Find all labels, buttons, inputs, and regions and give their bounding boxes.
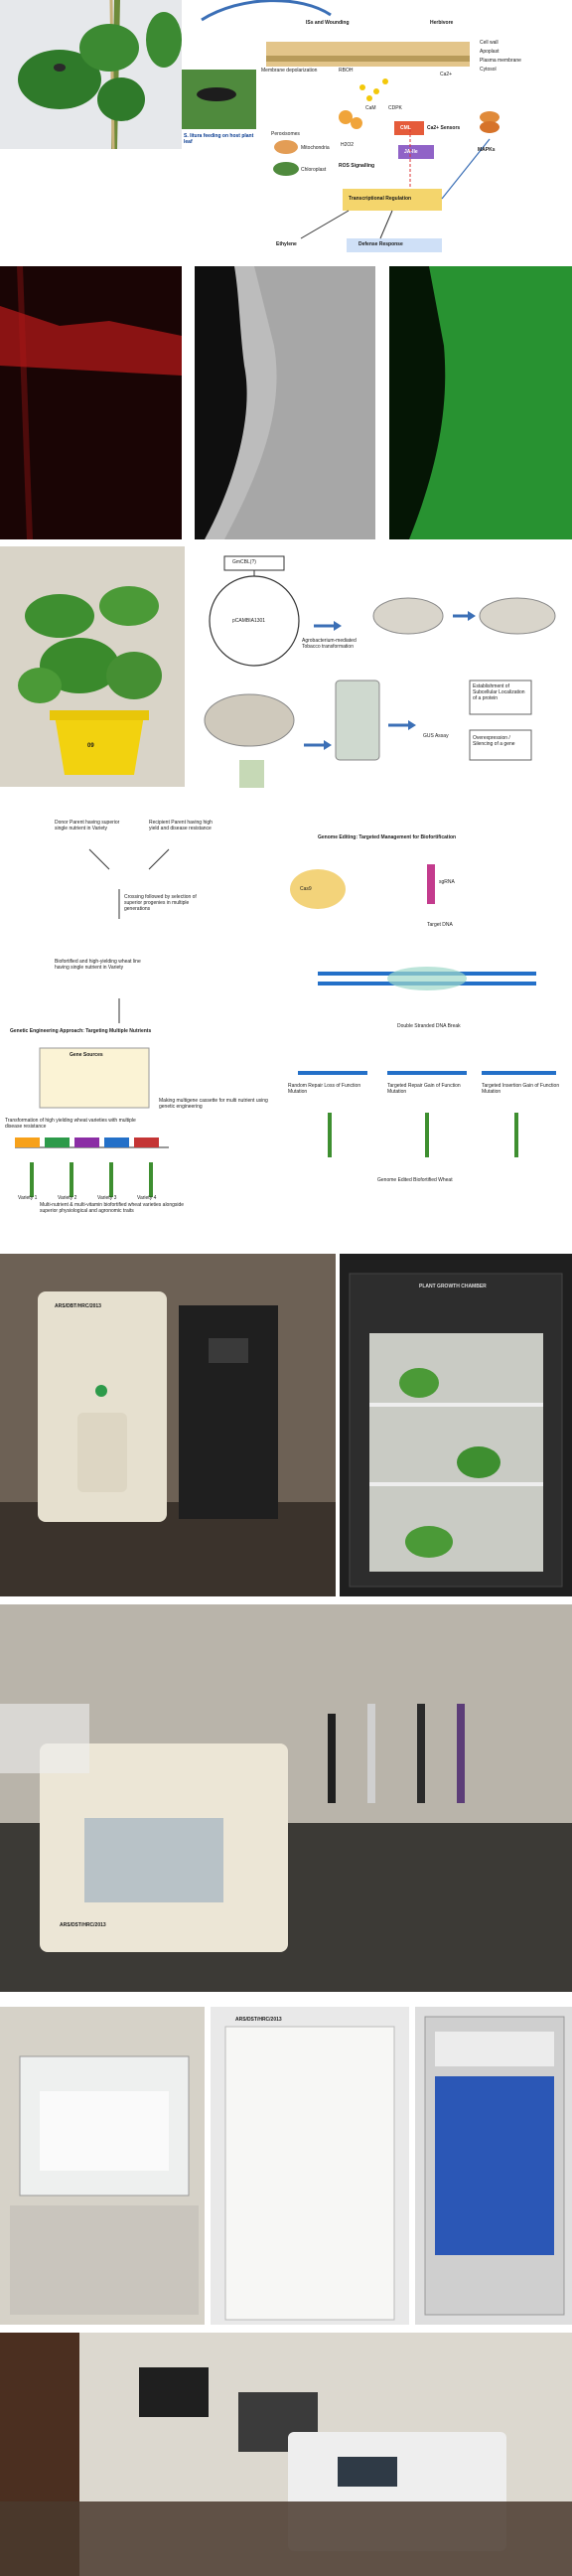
spectrophotometer-photo [0,2333,572,2576]
gene-sources: Gene Sources [70,1052,103,1058]
label-mitochondria: Mitochondria [301,145,330,151]
bio-left-svg [15,848,170,1197]
variety-1: Variety 1 [18,1195,38,1201]
gus-label: GUS Assay [423,733,449,739]
label-ca-sensors: Ca2+ Sensors [427,125,461,131]
recipient-label: Recipient Parent having high yield and d… [149,820,213,832]
variety-4: Variety 4 [137,1195,157,1201]
label-apoplast: Apoplast [480,49,500,55]
biofortified-label: Biofortified and high-yielding wheat lin… [55,959,141,971]
growth-chamber-photo: PLANT GROWTH CHAMBER [340,1254,572,1596]
label-cdpk: CDPK [388,105,402,111]
biorad-svg [0,1254,336,1596]
wheat-row [30,1162,153,1197]
label-ca2plus: Ca2+ [440,72,453,77]
workflow-svg [204,555,556,788]
variety-3: Variety 3 [97,1195,117,1201]
sgrna-label: sgRNA [439,879,455,885]
agro-label: Agrobacterium-mediated Tobacco transform… [302,638,357,650]
bright-svg [195,266,375,539]
fluorescence-green [389,266,572,539]
label-membrane-depol: Membrane depolarization [261,68,318,74]
incubator-svg [415,2007,572,2325]
label-plasma-membrane: Plasma membrane [480,58,521,64]
cas9-label: Cas9 [300,886,312,892]
label-ros-signalling: ROS Signalling [339,163,375,169]
biofortification-left: Donor Parent having superior single nutr… [0,810,278,1207]
label-h2o2: H2O2 [341,142,355,148]
fridge-photo: ARS/DST/HRC/2013 [211,2007,409,2325]
transformation-label: Transformation of high yielding wheat va… [5,1118,136,1130]
pathway-diagram: ISs and Wounding Herbivore Cell wall Apo… [182,0,572,263]
pathway-svg [182,0,500,252]
pot-label: 09 [87,743,94,749]
workflow-diagram: pCAMBIA1301 GmCBL(?) Agrobacterium-media… [185,546,572,810]
vector-name: pCAMBIA1301 [232,618,266,624]
biorad-tag: ARS/DBT/HRC/2013 [55,1303,101,1309]
outcome-2: Targeted Repair Gain of Function Mutatio… [387,1083,461,1095]
pot-svg [0,546,185,787]
chamber-tag: PLANT GROWTH CHAMBER [419,1284,487,1289]
label-cml: CML [400,125,411,131]
incubator-photo [415,2007,572,2325]
biorad-machine-photo: ARS/DBT/HRC/2013 [0,1254,336,1596]
over-label: Overexpression / Silencing of a gene [473,735,515,747]
gene-label: GmCBL(?) [232,559,256,565]
chamber-svg [340,1254,572,1596]
leaf-drawing [0,0,182,149]
label-cytosol: Cytosol [480,67,497,73]
label-ethylene: Ethylene [276,241,297,247]
label-feeding-caption: S. litura feeding on host plant leaf [184,133,254,145]
spectro-svg [0,2333,572,2576]
label-cam: CaM [365,105,376,111]
genome-heading: Genome Editing: Targeted Management for … [318,834,457,840]
label-transcriptional: Transcriptional Regulation [349,196,412,202]
biofortification-right: Genome Editing: Targeted Management for … [278,834,572,1207]
label-herbivore: Herbivore [430,20,454,26]
green-fluor-svg [389,266,572,539]
multigene-label: Making multigene cassette for multi nutr… [159,1098,268,1110]
dsb-label: Double Stranded DNA Break [397,1023,461,1029]
fluorescence-bright [195,266,375,539]
label-defense: Defense Response [358,241,403,247]
target-label: Target DNA [427,922,453,928]
label-chloroplast: Chloroplast [301,167,327,173]
hood-svg [0,2007,205,2325]
thermo-tag: ARS/DST/HRC/2013 [60,1922,106,1928]
genetic-heading: Genetic Engineering Approach: Targeting … [10,1028,152,1034]
genome-footer: Genome Edited Biofortified Wheat [377,1177,453,1183]
hood-photo [0,2007,205,2325]
plant-leaf-photo [0,0,182,149]
donor-label: Donor Parent having superior single nutr… [55,820,120,832]
fridge-svg [211,2007,409,2325]
fluorescence-red [0,266,182,539]
variety-2: Variety 2 [58,1195,77,1201]
bio-right-svg [290,864,556,1157]
crossing-label: Crossing followed by selection of superi… [124,894,197,912]
thermocycler-photo: ARS/DST/HRC/2013 [0,1604,572,1992]
est-label: Establishment of Subcellular Localizatio… [473,683,525,701]
fridge-tag: ARS/DST/HRC/2013 [235,2017,282,2023]
label-rboh: RBOH [339,68,354,74]
label-ja-ile: JA-Ile [404,149,418,155]
outcome-3: Targeted Insertion Gain of Function Muta… [482,1083,560,1095]
thermo-svg [0,1604,572,1992]
label-mapk: MAPKs [478,147,496,153]
bio-left-footer: Multi-nutrient & multi-vitamin biofortif… [40,1202,185,1214]
label-peroxisomes: Peroxisomes [271,131,300,137]
label-cell-wall: Cell wall [480,40,499,46]
potted-plant-photo: 09 [0,546,185,787]
label-isd-wounding: ISs and Wounding [306,20,350,26]
red-fluor-svg [0,266,182,539]
outcome-1: Random Repair Loss of Function Mutation [288,1083,361,1095]
